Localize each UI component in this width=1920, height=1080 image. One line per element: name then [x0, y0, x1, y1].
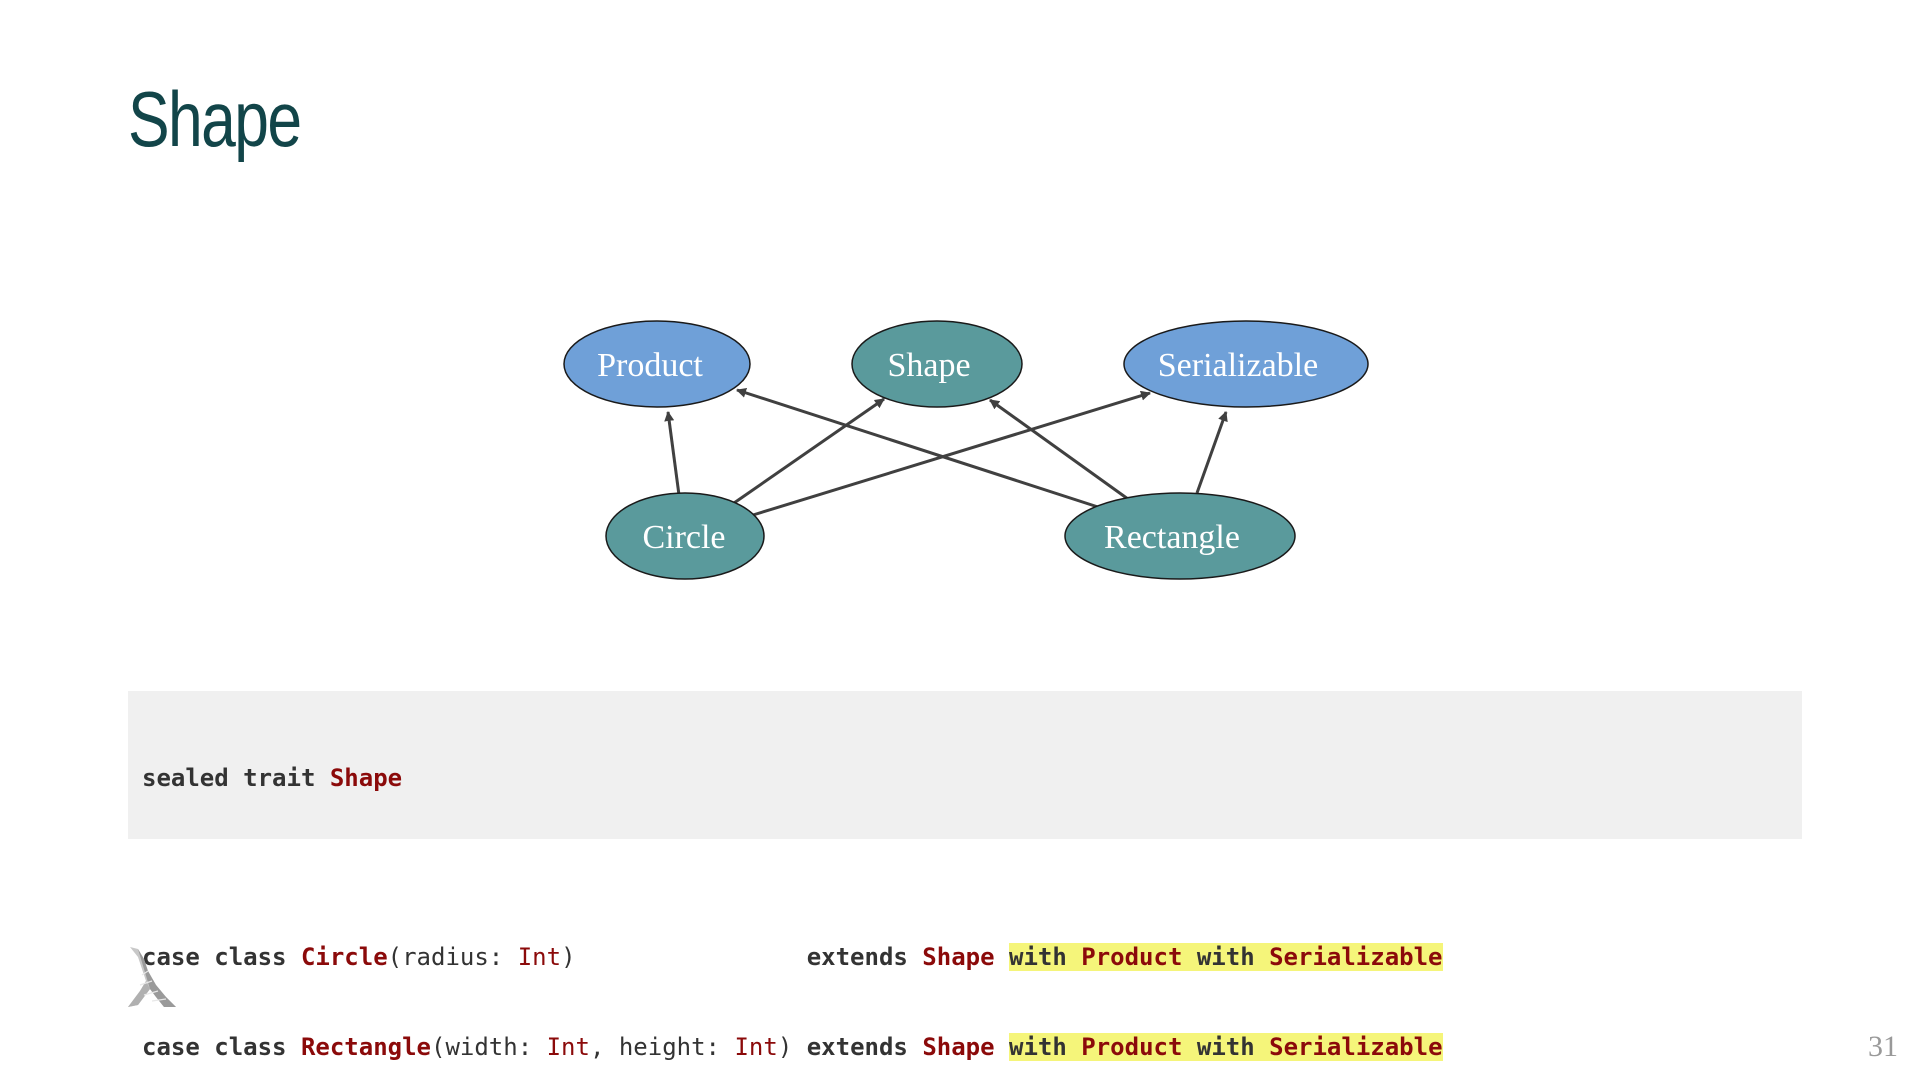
lambda-logo-icon	[128, 947, 176, 1007]
node-rectangle: Rectangle	[1064, 492, 1296, 580]
code-type-shape: Shape	[922, 1033, 995, 1061]
code-type-product: Product	[1081, 1033, 1183, 1061]
code-type-serializable: Serializable	[1269, 1033, 1443, 1061]
code-keyword: sealed trait	[142, 764, 330, 792]
code-param-type: Int	[734, 1033, 778, 1061]
code-type-name: Rectangle	[300, 1033, 431, 1061]
node-serializable-label: Serializable	[1158, 347, 1318, 384]
code-type-name: Shape	[329, 764, 403, 792]
code-highlight: with Product with Serializable	[1009, 943, 1443, 971]
code-keyword-with: with	[1009, 943, 1082, 971]
code-type-product: Product	[1081, 943, 1183, 971]
code-type-name: Circle	[300, 943, 388, 971]
code-keyword-with: with	[1182, 1033, 1270, 1061]
edge-circle-shape	[733, 397, 885, 505]
edge-circle-product	[664, 411, 681, 496]
code-params: (width:	[431, 1033, 547, 1061]
node-shape: Shape	[851, 320, 1023, 408]
node-circle-label: Circle	[642, 519, 725, 556]
node-circle: Circle	[605, 492, 765, 580]
code-params-mid: , height:	[589, 1033, 735, 1061]
code-line-blank	[142, 853, 1788, 882]
code-keyword-extends: extends	[806, 1033, 923, 1061]
code-param-type: Int	[517, 943, 562, 971]
edge-rectangle-serializable	[1195, 411, 1228, 494]
code-keyword-with: with	[1182, 943, 1270, 971]
code-highlight: with Product with Serializable	[1009, 1033, 1443, 1061]
node-product: Product	[563, 320, 751, 408]
code-params: (radius:	[387, 943, 518, 971]
code-line-circle: case class Circle(radius: Int) extends S…	[142, 942, 1788, 972]
code-keyword: case class	[142, 943, 301, 971]
node-rectangle-label: Rectangle	[1104, 519, 1240, 556]
code-keyword: case class	[142, 1033, 301, 1061]
edge-rectangle-shape	[989, 398, 1129, 501]
code-space	[995, 1033, 1009, 1061]
code-space	[995, 943, 1009, 971]
node-product-label: Product	[597, 347, 703, 384]
diagram-edges	[664, 388, 1228, 517]
code-keyword-extends: extends	[806, 943, 923, 971]
code-params-close: )	[777, 1033, 807, 1061]
code-type-serializable: Serializable	[1269, 943, 1443, 971]
code-line-sealed-trait: sealed trait Shape	[142, 763, 1788, 793]
slide-title: Shape	[128, 75, 302, 163]
code-keyword-with: with	[1009, 1033, 1082, 1061]
node-serializable: Serializable	[1123, 320, 1369, 408]
edge-rectangle-product	[736, 388, 1099, 509]
code-type-shape: Shape	[922, 943, 995, 971]
code-params-close: )	[561, 943, 576, 971]
page-number: 31	[1868, 1030, 1898, 1063]
node-shape-label: Shape	[887, 347, 970, 384]
edge-circle-serializable	[752, 390, 1151, 517]
code-param-type: Int	[546, 1033, 590, 1061]
code-block: sealed trait Shape case class Circle(rad…	[128, 691, 1802, 1061]
code-line-rectangle: case class Rectangle(width: Int, height:…	[142, 1032, 1788, 1062]
code-padding	[576, 943, 807, 971]
